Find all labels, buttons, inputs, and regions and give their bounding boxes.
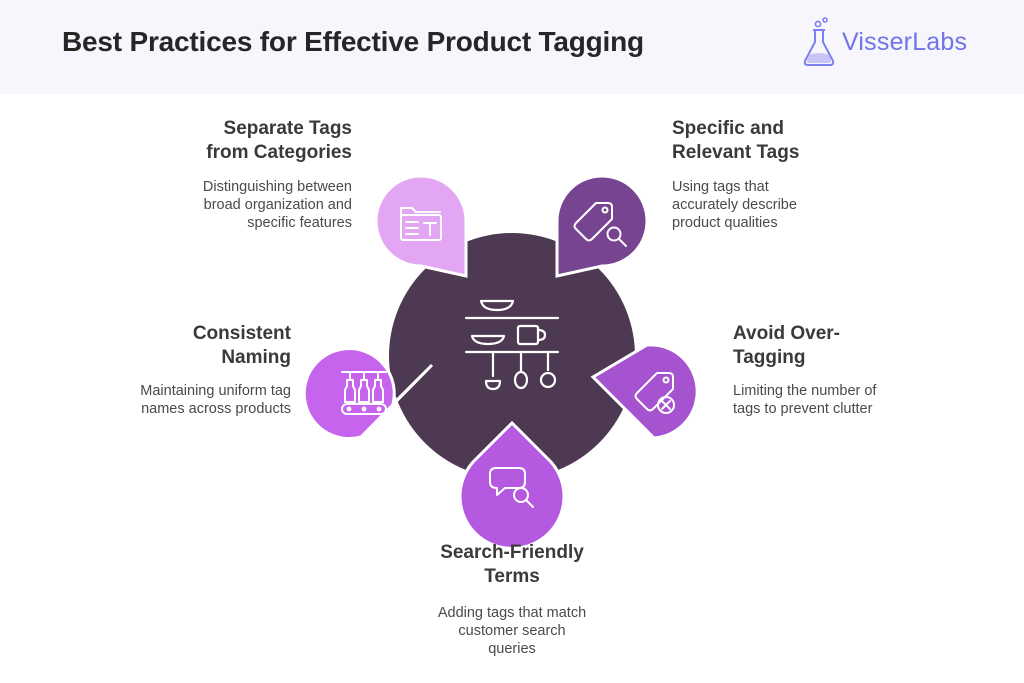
flask-logo-icon bbox=[803, 17, 835, 66]
separate-tags-desc: Distinguishing between broad organizatio… bbox=[202, 179, 352, 231]
bottling-line-icon bbox=[341, 371, 387, 415]
folder-text-icon bbox=[400, 207, 442, 241]
page-title: Best Practices for Effective Product Tag… bbox=[62, 26, 644, 57]
consistent-naming-desc: Maintaining uniform tag names across pro… bbox=[140, 383, 291, 417]
consistent-naming-title: Consistent Naming bbox=[192, 323, 291, 368]
search-friendly-pin bbox=[458, 420, 566, 550]
logo-text: VisserLabs bbox=[842, 27, 968, 56]
specific-tags-title: Specific and Relevant Tags bbox=[672, 118, 800, 163]
logo: VisserLabs bbox=[800, 14, 967, 70]
avoid-overtagging-drop bbox=[590, 343, 699, 440]
avoid-overtagging-title: Avoid Over- Tagging bbox=[733, 323, 840, 368]
separate-tags-pin bbox=[374, 174, 468, 278]
search-friendly-desc: Adding tags that match customer search q… bbox=[437, 605, 587, 657]
separate-tags-title: Separate Tags from Categories bbox=[206, 118, 352, 163]
center-hub bbox=[389, 233, 635, 479]
tag-search-icon bbox=[573, 202, 627, 247]
chat-search-icon bbox=[489, 467, 534, 508]
avoid-overtagging-desc: Limiting the number of tags to prevent c… bbox=[733, 383, 877, 417]
specific-tags-desc: Using tags that accurately describe prod… bbox=[672, 179, 797, 231]
header-bar bbox=[0, 0, 1024, 94]
kitchen-shelf-icon bbox=[464, 299, 560, 391]
search-friendly-title: Search-Friendly Terms bbox=[440, 542, 584, 587]
specific-tags-pin bbox=[555, 174, 649, 278]
tag-remove-icon bbox=[634, 372, 675, 414]
